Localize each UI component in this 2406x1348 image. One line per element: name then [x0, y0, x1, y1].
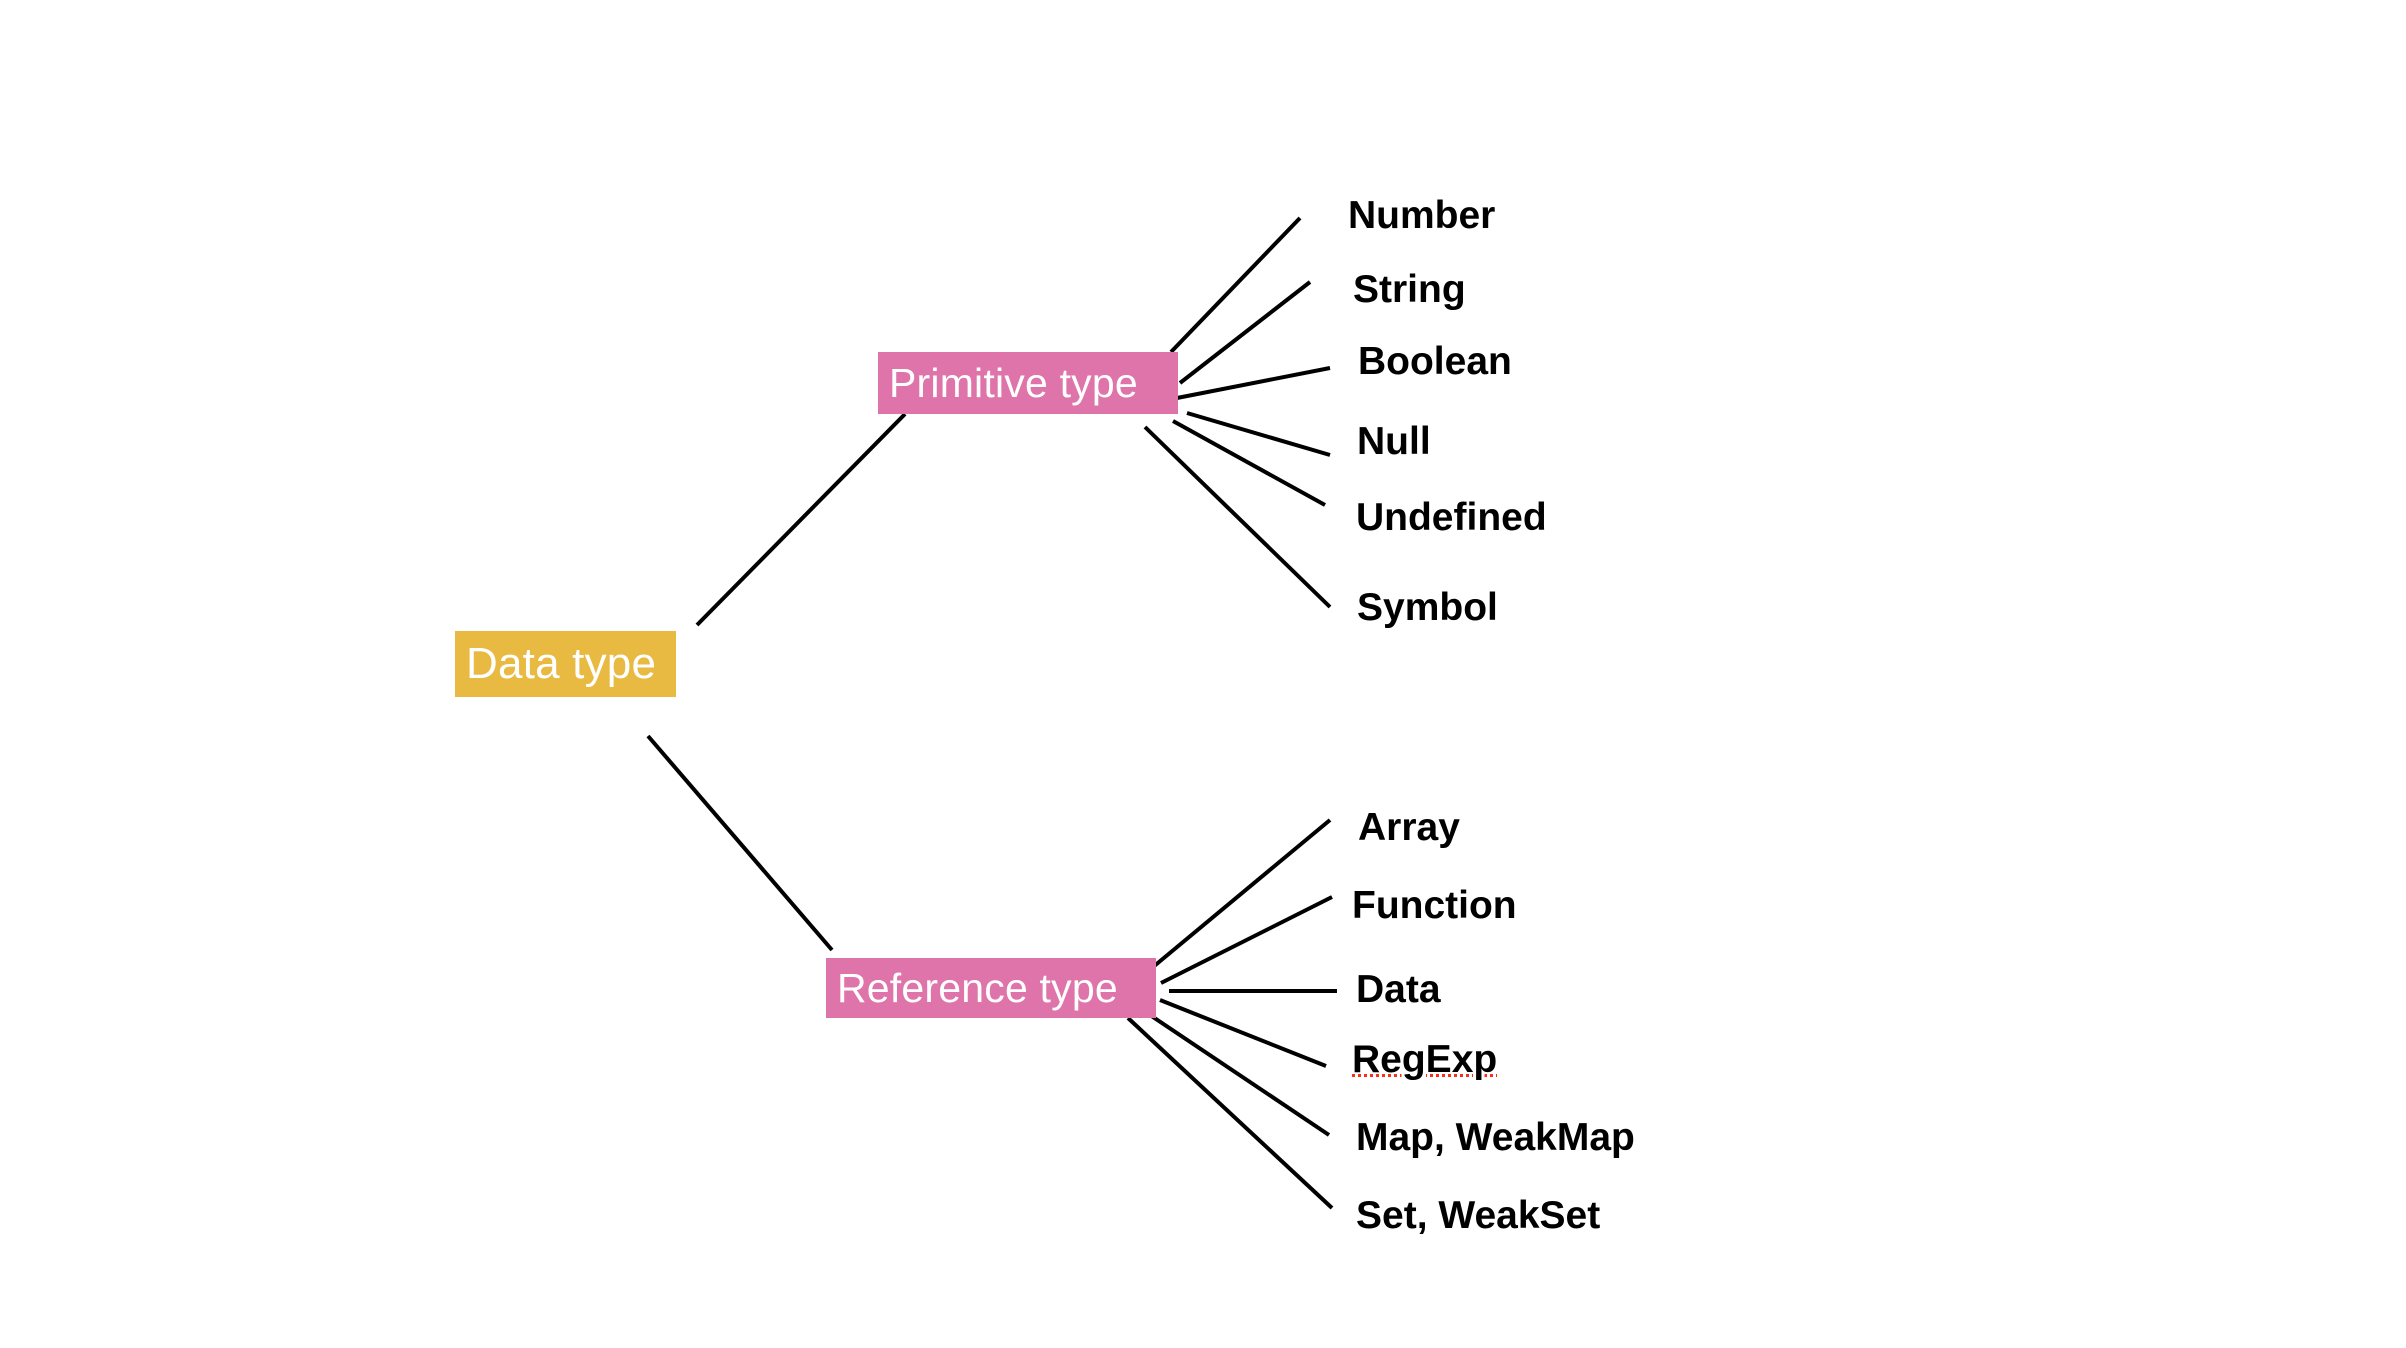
node-primitive-type[interactable]: Primitive type — [878, 352, 1178, 414]
edge-primitive-number — [1169, 216, 1302, 354]
edge-reference-regexp — [1159, 998, 1327, 1068]
leaf-label-null[interactable]: Null — [1357, 420, 1431, 463]
edge-primitive-symbol — [1143, 425, 1332, 609]
edge-reference-function — [1160, 895, 1333, 985]
node-reference-type-label: Reference type — [837, 964, 1118, 1011]
edge-reference-setweakset — [1126, 1016, 1334, 1210]
edge-primitive-string — [1178, 280, 1312, 385]
leaf-label-undefined[interactable]: Undefined — [1356, 496, 1547, 539]
leaf-label-symbol[interactable]: Symbol — [1357, 586, 1498, 629]
edge-reference-mapweakmap — [1145, 1011, 1331, 1137]
leaf-label-string[interactable]: String — [1353, 268, 1466, 311]
edge-root-primitive — [695, 412, 907, 627]
leaf-label-data[interactable]: Data — [1356, 968, 1441, 1011]
leaf-label-number[interactable]: Number — [1348, 194, 1496, 237]
node-reference-type[interactable]: Reference type — [826, 958, 1156, 1018]
edge-primitive-undefined — [1172, 419, 1326, 507]
leaf-label-map-weakmap[interactable]: Map, WeakMap — [1356, 1116, 1635, 1159]
edge-primitive-null — [1186, 411, 1331, 457]
node-data-type-label: Data type — [466, 639, 657, 688]
leaf-label-set-weakset[interactable]: Set, WeakSet — [1356, 1194, 1601, 1237]
leaf-label-function[interactable]: Function — [1352, 884, 1517, 927]
edge-primitive-boolean — [1176, 366, 1331, 400]
edge-reference-array — [1151, 818, 1332, 969]
node-data-type[interactable]: Data type — [455, 631, 676, 697]
node-primitive-type-label: Primitive type — [889, 359, 1138, 406]
edge-root-reference — [646, 734, 834, 952]
leaf-label-regexp[interactable]: RegExp — [1352, 1038, 1498, 1081]
leaf-label-boolean[interactable]: Boolean — [1358, 340, 1512, 383]
leaf-label-array[interactable]: Array — [1358, 806, 1460, 849]
